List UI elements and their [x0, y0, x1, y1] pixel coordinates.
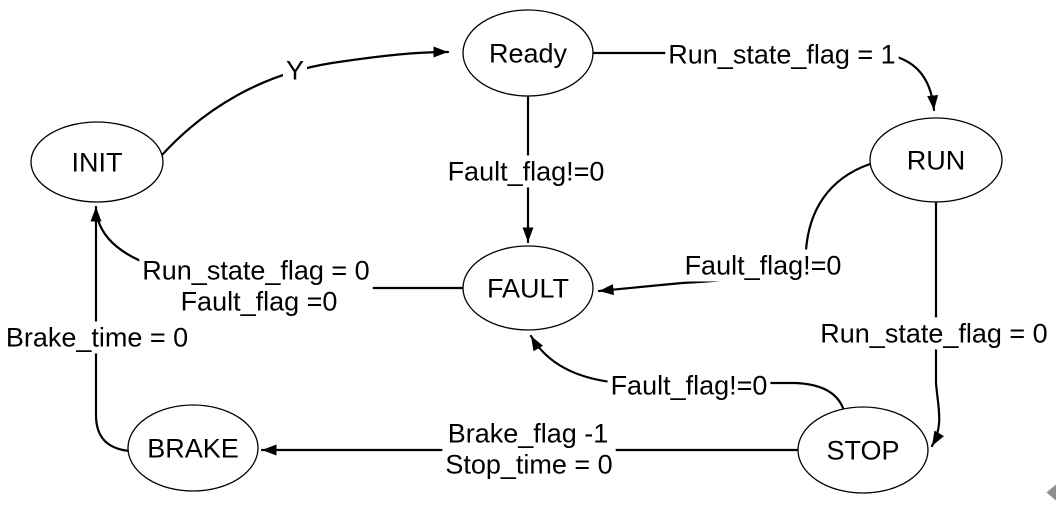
label-background: [681, 249, 845, 282]
state-label-fault: FAULT: [487, 273, 569, 303]
transition-label-text: Fault_flag!=0: [448, 156, 605, 186]
label-background: [139, 254, 373, 318]
label-background: [442, 417, 616, 481]
label-background: [817, 317, 1051, 350]
transition-label-text: Run_state_flag = 1: [668, 39, 895, 69]
transition-label-ready-fault: Fault_flag!=0: [444, 155, 608, 188]
transition-label-text: Fault_flag!=0: [611, 370, 768, 400]
state-label-init: INIT: [72, 147, 123, 177]
state-run: [869, 117, 1003, 203]
state-label-stop: STOP: [826, 435, 899, 465]
transition-label-text: Fault_flag =0: [181, 286, 338, 316]
transition-label-run-fault: Fault_flag!=0: [681, 249, 845, 282]
state-init: [30, 121, 164, 203]
state-label-run: RUN: [907, 145, 966, 175]
state-stop: [797, 406, 929, 494]
transition-label-text: Fault_flag!=0: [685, 250, 842, 280]
state-label-ready: Ready: [489, 38, 568, 68]
transition-label-brake-init: Brake_time = 0: [2, 321, 192, 354]
transition-init-ready: [160, 46, 450, 157]
transition-run-stop: [930, 200, 944, 448]
label-background: [282, 54, 308, 87]
state-fault: [462, 245, 594, 331]
state-label-brake: BRAKE: [147, 433, 239, 463]
transition-label-init-ready: Y: [282, 54, 308, 87]
transition-brake-init: [90, 205, 132, 453]
transition-label-text: Stop_time = 0: [445, 449, 612, 479]
label-background: [444, 155, 608, 188]
transition-label-text: Brake_time = 0: [6, 322, 188, 352]
state-ready: [462, 9, 594, 97]
state-brake: [127, 404, 259, 492]
transition-label-text: Run_state_flag = 0: [142, 255, 369, 285]
transition-label-text: Brake_flag -1: [448, 418, 609, 448]
transition-label-run-stop: Run_state_flag = 0: [817, 317, 1051, 350]
transition-label-ready-run: Run_state_flag = 1: [665, 38, 899, 71]
label-background: [665, 38, 899, 71]
transition-label-text: Run_state_flag = 0: [820, 318, 1047, 348]
label-background: [607, 369, 771, 402]
label-background: [2, 321, 192, 354]
transition-label-stop-fault: Fault_flag!=0: [607, 369, 771, 402]
transition-label-text: Y: [286, 55, 304, 85]
collapse-arrow-icon[interactable]: [1046, 484, 1056, 501]
